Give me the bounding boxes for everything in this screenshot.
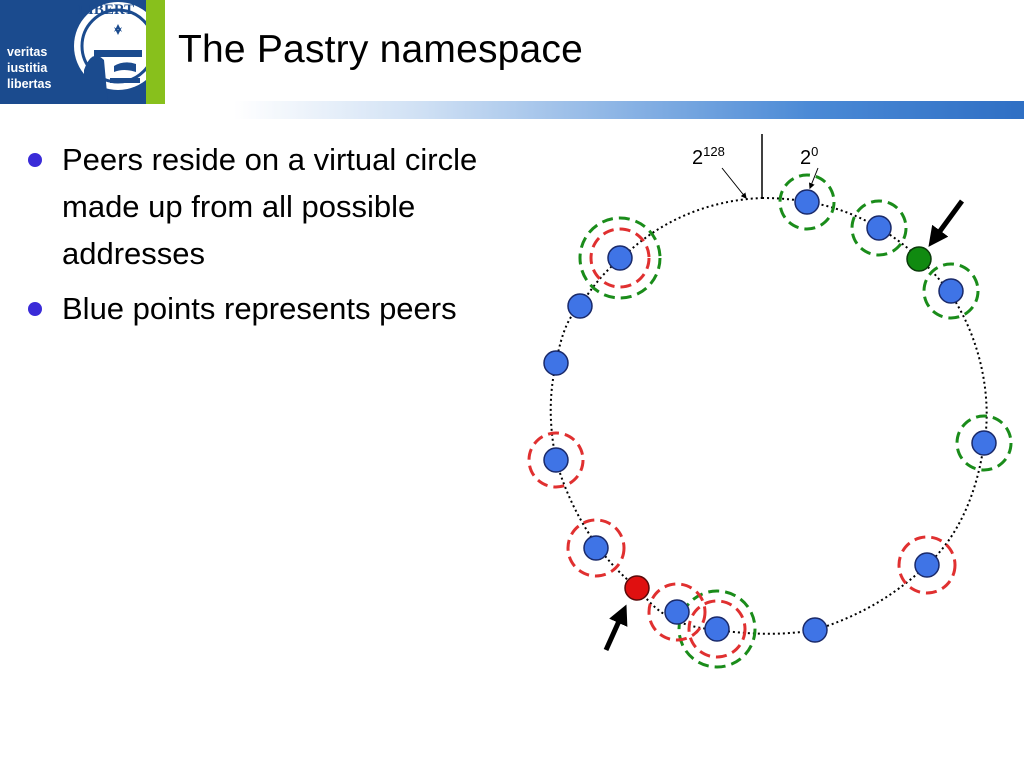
bullet-dot-icon [28, 302, 42, 316]
bullet-item: Blue points represents peers [18, 285, 508, 332]
peer-node [567, 293, 593, 319]
label-2-0: 20 [800, 144, 818, 169]
motto-line: veritas [7, 45, 48, 59]
leaf-set-green-ring [850, 199, 908, 257]
leaf-set-red-ring [647, 582, 707, 642]
arrow-to-green-node [928, 199, 965, 247]
peer-node [607, 245, 633, 271]
bullet-dot-icon [28, 153, 42, 167]
peer-node [794, 189, 820, 215]
peer-node [583, 535, 609, 561]
leaf-set-green-ring [955, 414, 1013, 472]
peer-node [802, 617, 828, 643]
label-2-128: 2128 [692, 144, 725, 169]
header-gradient-bar [165, 101, 1024, 119]
peer-node [543, 447, 569, 473]
university-seal-icon: LIBERT [74, 2, 146, 104]
leaf-set-green-ring [578, 216, 662, 300]
leaf-set-red-ring [566, 518, 626, 578]
bullet-item: Peers reside on a virtual circle made up… [18, 136, 508, 277]
leaf-set-red-ring [527, 431, 585, 489]
peer-node [866, 215, 892, 241]
peer-node [971, 430, 997, 456]
leaf-set-green-ring [778, 173, 836, 231]
label-2-128-pointer [721, 167, 747, 199]
label-2-0-pointer [808, 167, 819, 190]
leaf-set-green-ring [677, 589, 757, 669]
peer-node [704, 616, 730, 642]
bullet-text: Peers reside on a virtual circle made up… [62, 142, 478, 271]
leaf-set-green-ring [922, 262, 980, 320]
arrow-to-red-node [603, 604, 628, 652]
seal-lettering: LIBERT [78, 2, 134, 18]
logo-motto: veritas iustitia libertas [7, 44, 77, 92]
peer-node [664, 599, 690, 625]
leaf-set-red-ring [897, 535, 957, 595]
slide-title: The Pastry namespace [178, 28, 584, 71]
peer-node [938, 278, 964, 304]
peer-node [543, 350, 569, 376]
motto-line: libertas [7, 77, 52, 91]
leaf-set-red-ring [687, 599, 747, 659]
bullet-text: Blue points represents peers [62, 291, 457, 326]
highlighted-node-green [906, 246, 932, 272]
highlighted-node-red [624, 575, 650, 601]
logo-accent-stripe [146, 0, 165, 104]
bullet-list: Peers reside on a virtual circle made up… [18, 136, 508, 340]
university-logo: veritas iustitia libertas LIBERT [0, 0, 165, 104]
peer-node [914, 552, 940, 578]
leaf-set-red-ring [589, 227, 651, 289]
motto-line: iustitia [7, 61, 48, 75]
